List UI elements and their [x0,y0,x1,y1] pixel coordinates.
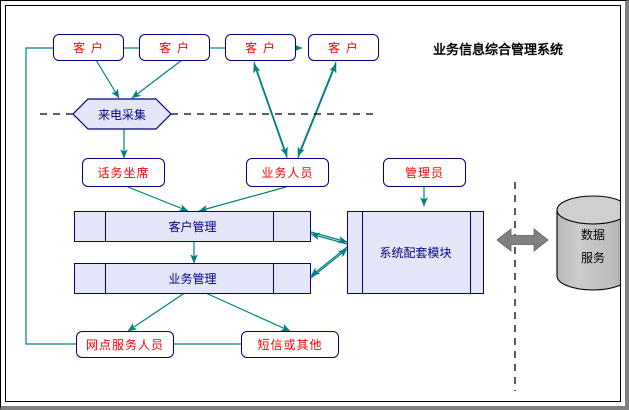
customer-label-2: 客 户 [159,41,190,55]
module-customer-management[interactable]: 客户管理 [74,211,311,242]
module-divider [105,264,106,293]
channel-label-branch-staff: 网点服务人员 [85,338,164,352]
role-label-agent: 话务坐席 [97,166,150,180]
customer-box-1[interactable]: 客 户 [53,34,124,61]
data-store-line-2: 服务 [580,250,605,265]
module-label-customer-management: 客户管理 [168,220,217,234]
channel-box-branch-staff[interactable]: 网点服务人员 [76,331,174,358]
role-box-admin[interactable]: 管理员 [383,158,466,187]
connector-layer [25,44,620,391]
module-divider [105,212,106,241]
module-divider [470,212,471,293]
customer-label-4: 客 户 [328,41,359,55]
customer-box-4[interactable]: 客 户 [308,34,379,61]
module-divider [273,212,274,241]
bidirectional-arrow-icon [496,228,549,252]
channel-label-sms-other: 短信或其他 [257,338,323,352]
customer-label-1: 客 户 [73,41,104,55]
data-store-label: 数据 服务 [557,203,620,290]
customer-box-3[interactable]: 客 户 [225,34,296,61]
data-store-line-1: 数据 [580,227,605,242]
collector-hexagon [72,98,172,130]
customer-box-2[interactable]: 客 户 [139,34,210,61]
data-store-node[interactable]: 数据 服务 [557,203,620,290]
call-collector-node[interactable]: 来电采集 [73,99,171,129]
role-label-admin: 管理员 [404,166,444,180]
channel-box-sms-other[interactable]: 短信或其他 [241,331,339,358]
call-collector-label: 来电采集 [97,107,146,122]
module-label-business-management: 业务管理 [168,272,217,286]
role-label-staff: 业务人员 [261,166,314,180]
module-label-system-support: 系统配套模块 [379,246,452,260]
diagram-canvas: 业务信息综合管理系统 客 户 客 户 客 户 客 户 来电采集 话务坐席 业务人… [5,5,621,402]
module-system-support[interactable]: 系统配套模块 [347,211,484,294]
module-divider [273,264,274,293]
page-title: 业务信息综合管理系统 [433,43,564,58]
module-divider [362,212,363,293]
data-store-cylinder [556,195,620,291]
module-business-management[interactable]: 业务管理 [74,263,311,294]
customer-label-3: 客 户 [245,41,276,55]
role-box-staff[interactable]: 业务人员 [246,158,329,187]
role-box-agent[interactable]: 话务坐席 [82,158,165,187]
